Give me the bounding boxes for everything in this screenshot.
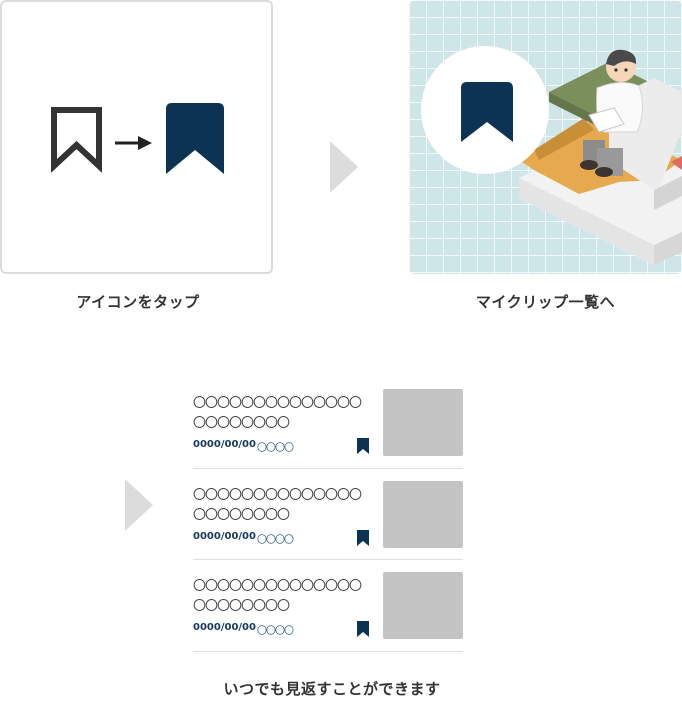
item-tag: 〇〇〇〇 [257,626,294,637]
triangle-right-icon [125,479,153,531]
bookmark-filled-icon [461,82,513,142]
person-illustration [580,49,643,177]
item-title-line-1: 〇〇〇〇〇〇〇〇〇〇〇〇〇〇 [193,579,362,594]
item-date: 0000/00/00 [193,439,256,450]
arrow-right-icon [115,136,152,150]
bookmark-filled-icon[interactable] [356,621,370,637]
bookmark-filled-icon[interactable] [356,438,370,454]
item-date: 0000/00/00 [193,531,256,542]
list-divider [193,559,463,560]
triangle-right-icon [330,141,358,193]
item-title-line-2: 〇〇〇〇〇〇〇〇 [193,508,290,523]
step-tap-icon-panel [0,0,273,274]
item-tag: 〇〇〇〇 [257,535,294,546]
bookmark-filled-icon[interactable] [356,530,370,546]
item-tag: 〇〇〇〇 [257,443,294,454]
list-divider [193,468,463,469]
item-title-line-1: 〇〇〇〇〇〇〇〇〇〇〇〇〇〇 [193,488,362,503]
step-2-caption: マイクリップ一覧へ [475,293,616,311]
person-reading-illustration [421,46,682,265]
item-title-line-2: 〇〇〇〇〇〇〇〇 [193,599,290,614]
list-item[interactable]: 〇〇〇〇〇〇〇〇〇〇〇〇〇〇 〇〇〇〇〇〇〇〇 0000/00/00 〇〇〇〇 [193,572,463,652]
item-title-line-1: 〇〇〇〇〇〇〇〇〇〇〇〇〇〇 [193,396,362,411]
item-thumbnail [383,481,463,548]
item-title-line-2: 〇〇〇〇〇〇〇〇 [193,416,290,431]
item-thumbnail [383,572,463,639]
list-item[interactable]: 〇〇〇〇〇〇〇〇〇〇〇〇〇〇 〇〇〇〇〇〇〇〇 0000/00/00 〇〇〇〇 [193,481,463,561]
bookmark-transition-illustration [51,103,224,174]
step-1-caption: アイコンをタップ [76,293,200,311]
bookmark-filled-icon [166,103,224,174]
item-date: 0000/00/00 [193,622,256,633]
bottom-caption: いつでも見返すことができます [223,680,441,698]
bookmark-outline-icon [51,107,102,173]
list-item[interactable]: 〇〇〇〇〇〇〇〇〇〇〇〇〇〇 〇〇〇〇〇〇〇〇 0000/00/00 〇〇〇〇 [193,389,463,469]
list-divider [193,651,463,652]
item-thumbnail [383,389,463,456]
step-myclip-panel [409,0,682,274]
